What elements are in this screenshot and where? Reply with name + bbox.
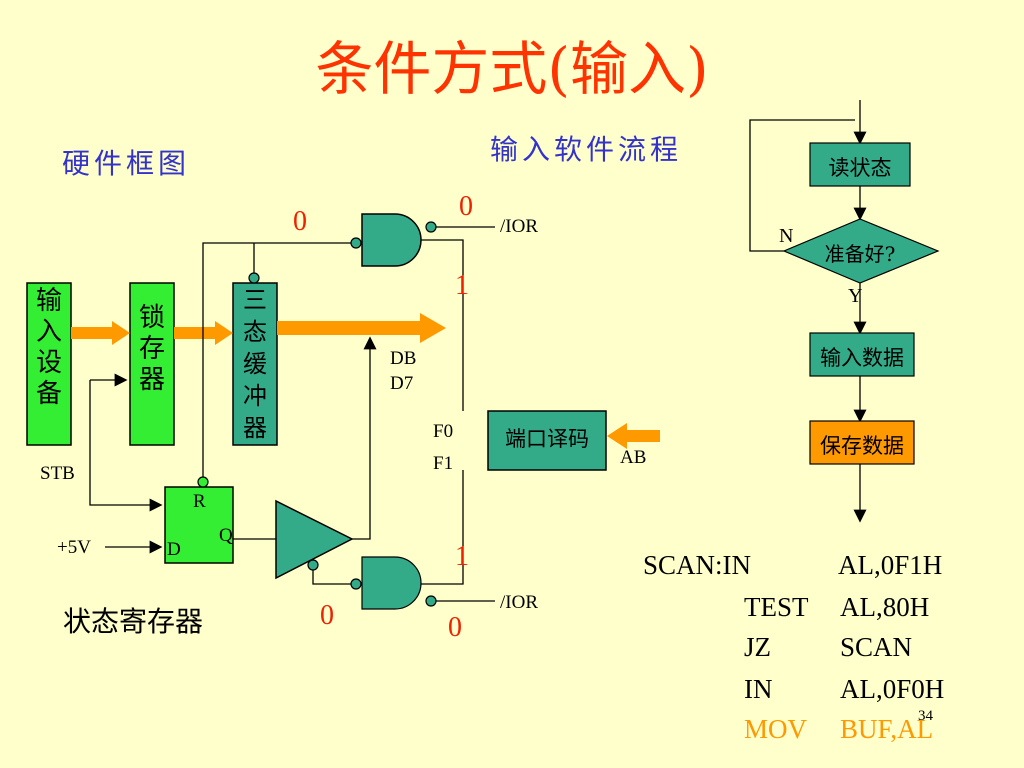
- ff-r-label: R: [193, 491, 206, 512]
- top-nand-gate: [361, 213, 422, 267]
- latch-block: [129, 282, 175, 446]
- code-line-2-operand: AL,80H: [840, 592, 930, 622]
- flow-read-status-box: [809, 142, 911, 187]
- code-line-5-operand: BUF,AL: [840, 714, 934, 744]
- ior-top-label: /IOR: [500, 216, 538, 237]
- bottom-gate-input-level: 0: [320, 600, 334, 631]
- bottom-nand-gate: [361, 556, 422, 610]
- bottom-gate-inversion-bubble: [350, 578, 362, 590]
- f0-label: F0: [433, 421, 454, 442]
- code-line-5-label: MOV: [744, 714, 808, 744]
- flow-input-data-box: [809, 332, 915, 377]
- flow-read-status-label: 读状态: [828, 156, 892, 180]
- address-bus-arrow: [607, 423, 660, 449]
- code-line-3-label: JZ: [744, 632, 771, 662]
- port-decoder-label: 端口译码: [505, 427, 589, 451]
- top-gate-ior-level: 0: [459, 191, 473, 222]
- data-arrow-device-to-latch: [71, 321, 130, 345]
- code-line-4-operand: AL,0F0H: [840, 674, 945, 704]
- code-line-1-label: SCAN:IN: [643, 550, 752, 580]
- db-label: DB: [390, 348, 417, 369]
- flow-save-data-box: [809, 420, 915, 465]
- top-gate-output-level: 1: [455, 270, 469, 301]
- input-device-label: 输入设备: [35, 286, 62, 409]
- page-number: 34: [918, 708, 933, 724]
- top-gate-input-level: 0: [293, 206, 307, 237]
- input-device-block: [26, 282, 72, 446]
- code-line-2-label: TEST: [744, 592, 809, 622]
- flow-input-data-label: 输入数据: [820, 346, 904, 370]
- bottom-gate-output-level: 1: [455, 541, 469, 572]
- code-line-4-label: IN: [744, 674, 773, 704]
- status-flip-flop: [164, 486, 234, 564]
- ff-q-label: Q: [219, 525, 233, 546]
- flow-ready-decision: [782, 218, 940, 284]
- tristate-buffer-label: 三态缓冲器: [243, 286, 267, 442]
- ior-bottom-label: /IOR: [500, 592, 538, 613]
- port-decoder-block: [487, 410, 607, 471]
- flow-yes-label: Y: [848, 285, 863, 307]
- top-gate-inversion-bubble: [350, 237, 362, 249]
- ab-label: AB: [620, 447, 647, 468]
- code-line-3-operand: SCAN: [840, 632, 913, 662]
- code-line-1-operand: AL,0F1H: [838, 550, 943, 580]
- flow-save-data-label: 保存数据: [820, 434, 904, 458]
- bottom-gate-ior-level: 0: [448, 612, 462, 643]
- hardware-diagram-label: 硬件框图: [62, 147, 191, 180]
- flow-no-label: N: [779, 225, 794, 247]
- stb-label: STB: [40, 463, 75, 484]
- d7-label: D7: [390, 373, 414, 394]
- software-flow-label: 输入软件流程: [490, 133, 683, 166]
- status-register-label: 状态寄存器: [63, 605, 204, 638]
- latch-label: 锁存器: [138, 303, 165, 395]
- f1-label: F1: [433, 453, 454, 474]
- ff-d-label: D: [167, 539, 181, 560]
- data-bus-arrow: [277, 313, 446, 343]
- data-arrow-latch-to-buffer: [174, 321, 233, 345]
- page-title: 条件方式(输入): [315, 35, 709, 103]
- flow-ready-label: 准备好?: [824, 242, 896, 266]
- plus5v-label: +5V: [57, 537, 91, 558]
